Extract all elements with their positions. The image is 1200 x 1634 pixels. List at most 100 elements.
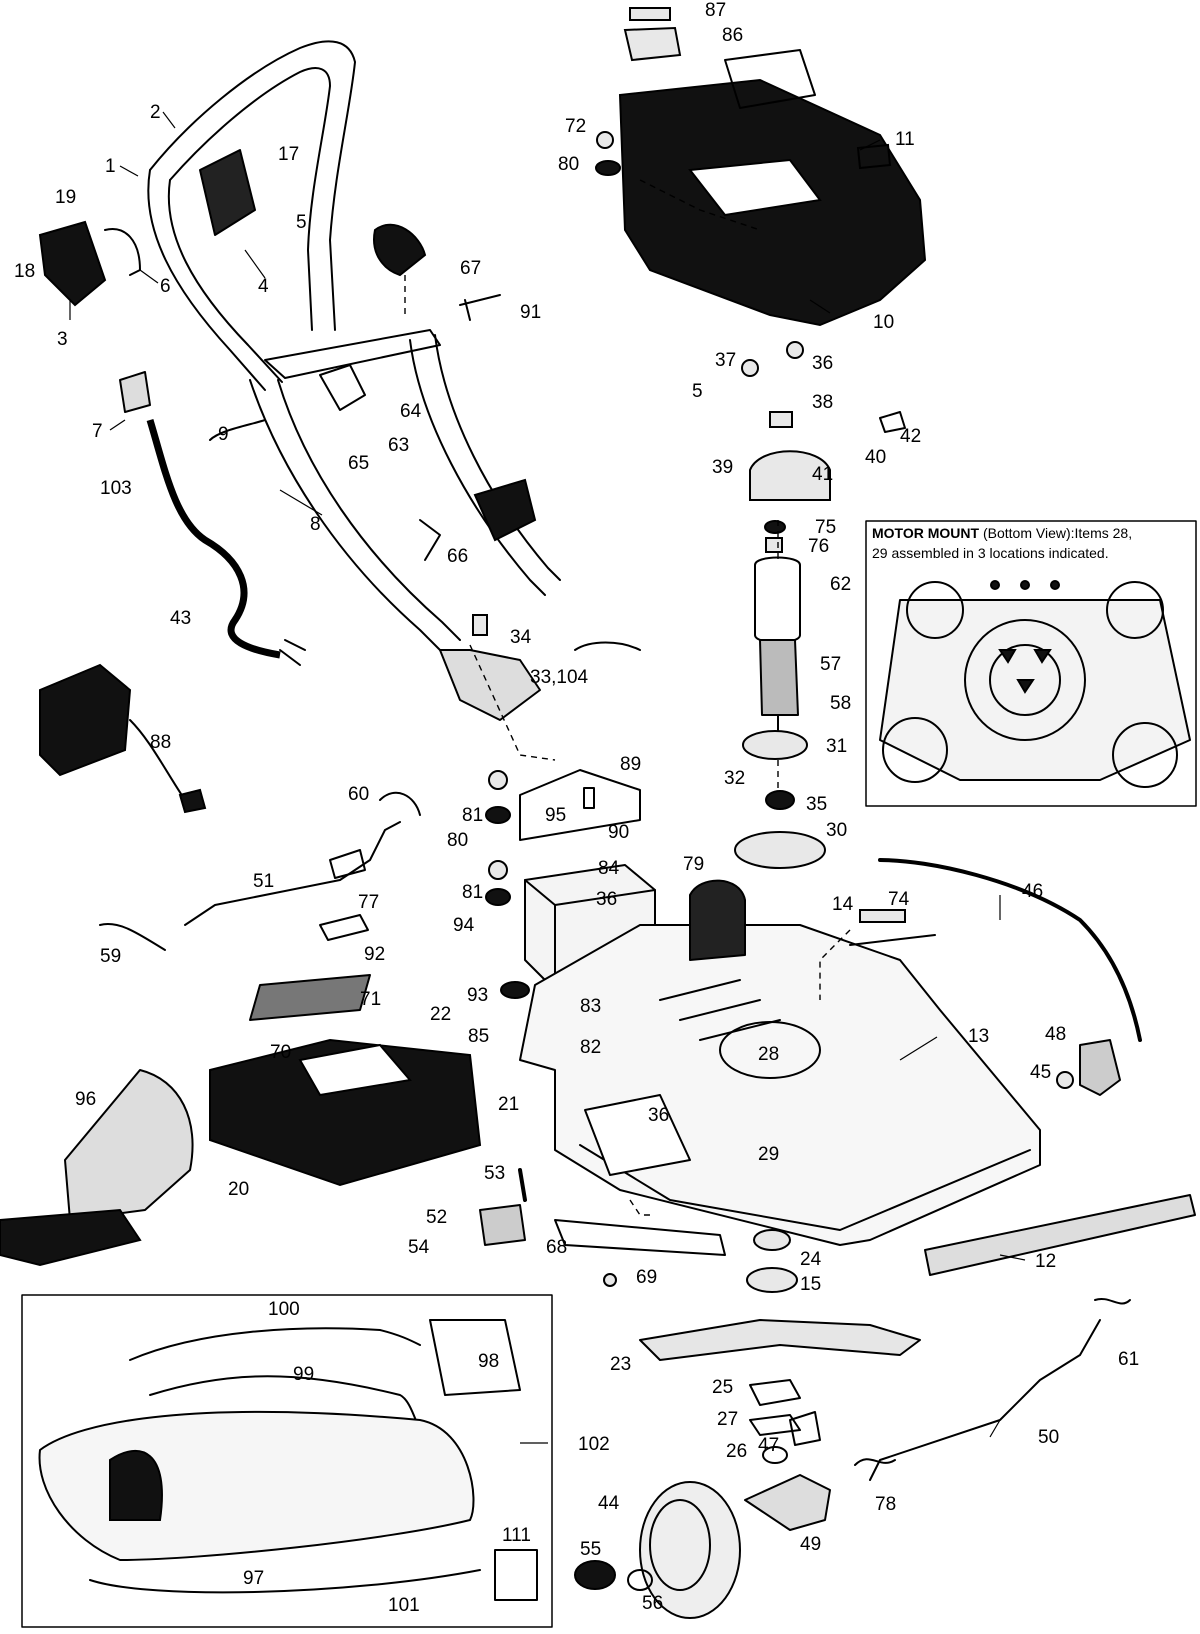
label-2: 2 <box>150 102 161 123</box>
label-32: 32 <box>724 768 745 789</box>
inset-title: MOTOR MOUNT (Bottom View):Items 28, <box>872 525 1132 541</box>
motor-housing <box>595 7 927 327</box>
label-69: 69 <box>636 1267 657 1288</box>
label-51: 51 <box>253 871 274 892</box>
label-84: 84 <box>598 858 620 879</box>
wheel-axle <box>574 1297 1131 1619</box>
label-24: 24 <box>800 1249 822 1270</box>
label-3: 3 <box>57 329 68 350</box>
label-29: 29 <box>758 1144 779 1165</box>
label-36c: 36 <box>648 1105 669 1126</box>
label-49: 49 <box>800 1534 821 1555</box>
label-41: 41 <box>812 464 833 485</box>
label-81: 81 <box>462 805 483 826</box>
grass-bag-inset <box>21 1294 553 1628</box>
label-25: 25 <box>712 1377 733 1398</box>
label-101: 101 <box>388 1595 420 1616</box>
rear-rod <box>878 858 1142 1042</box>
label-15: 15 <box>800 1274 821 1295</box>
label-82: 82 <box>580 1037 601 1058</box>
label-35: 35 <box>806 794 827 815</box>
label-57: 57 <box>820 654 841 675</box>
label-44: 44 <box>598 1493 620 1514</box>
label-45: 45 <box>1030 1062 1051 1083</box>
label-18: 18 <box>14 261 35 282</box>
label-40: 40 <box>865 447 886 468</box>
rear-baffle <box>924 1194 1196 1276</box>
inset-subtitle: 29 assembled in 3 locations indicated. <box>872 545 1109 561</box>
label-102: 102 <box>578 1434 610 1455</box>
battery-charger <box>39 663 207 814</box>
label-91: 91 <box>520 302 541 323</box>
label-76: 76 <box>808 536 829 557</box>
label-43: 43 <box>170 608 191 629</box>
label-38: 38 <box>812 392 833 413</box>
label-19: 19 <box>55 187 76 208</box>
label-111: 111 <box>502 1525 531 1546</box>
label-20: 20 <box>228 1179 249 1200</box>
label-11: 11 <box>895 129 915 150</box>
part-labels: 1 2 3 4 5 5 6 7 8 9 10 11 12 13 14 15 17… <box>14 0 1139 1616</box>
label-92: 92 <box>364 944 385 965</box>
label-9: 9 <box>218 424 229 445</box>
label-59: 59 <box>100 946 121 967</box>
label-21: 21 <box>498 1094 519 1115</box>
label-60: 60 <box>348 784 369 805</box>
label-28: 28 <box>758 1044 779 1065</box>
power-cord <box>119 371 306 666</box>
label-61: 61 <box>1118 1349 1139 1370</box>
label-80: 80 <box>558 154 579 175</box>
label-88: 88 <box>150 732 171 753</box>
label-68: 68 <box>546 1237 567 1258</box>
label-50: 50 <box>1038 1427 1059 1448</box>
label-14: 14 <box>832 894 854 915</box>
label-75: 75 <box>815 517 836 538</box>
label-1: 1 <box>105 156 116 177</box>
label-80b: 80 <box>447 830 468 851</box>
motor-stack <box>734 341 906 869</box>
label-27: 27 <box>717 1409 738 1430</box>
height-adjust-linkage <box>99 791 421 1021</box>
label-48: 48 <box>1045 1024 1066 1045</box>
label-36: 36 <box>812 353 833 374</box>
label-52: 52 <box>426 1207 447 1228</box>
label-87: 87 <box>705 0 726 21</box>
label-64: 64 <box>400 401 422 422</box>
label-90: 90 <box>608 822 629 843</box>
label-85: 85 <box>468 1026 489 1047</box>
label-54: 54 <box>408 1237 430 1258</box>
label-89: 89 <box>620 754 641 775</box>
blade-assembly <box>639 1229 921 1464</box>
label-62: 62 <box>830 574 851 595</box>
label-37: 37 <box>715 350 736 371</box>
label-99: 99 <box>293 1364 314 1385</box>
label-103: 103 <box>100 478 132 499</box>
grass-box <box>0 1038 482 1267</box>
label-58: 58 <box>830 693 851 714</box>
label-5: 5 <box>296 212 307 233</box>
label-7: 7 <box>92 421 103 442</box>
label-31: 31 <box>826 736 847 757</box>
label-94: 94 <box>453 915 475 936</box>
label-55: 55 <box>580 1539 601 1560</box>
label-96: 96 <box>75 1089 96 1110</box>
label-13: 13 <box>968 1026 989 1047</box>
label-95: 95 <box>545 805 566 826</box>
motor-mount-inset: MOTOR MOUNT (Bottom View):Items 28, 29 a… <box>865 520 1197 807</box>
label-17: 17 <box>278 144 299 165</box>
label-34: 34 <box>510 627 532 648</box>
wheel-bracket-48 <box>1056 1039 1121 1096</box>
label-39: 39 <box>712 457 733 478</box>
label-10: 10 <box>873 312 894 333</box>
label-79: 79 <box>683 854 704 875</box>
label-72: 72 <box>565 116 586 137</box>
label-22: 22 <box>430 1004 451 1025</box>
label-98: 98 <box>478 1351 499 1372</box>
label-46: 46 <box>1022 881 1043 902</box>
label-8: 8 <box>310 514 321 535</box>
label-97: 97 <box>243 1568 264 1589</box>
label-33-104: 33,104 <box>530 667 589 688</box>
label-30: 30 <box>826 820 847 841</box>
label-42: 42 <box>900 426 921 447</box>
